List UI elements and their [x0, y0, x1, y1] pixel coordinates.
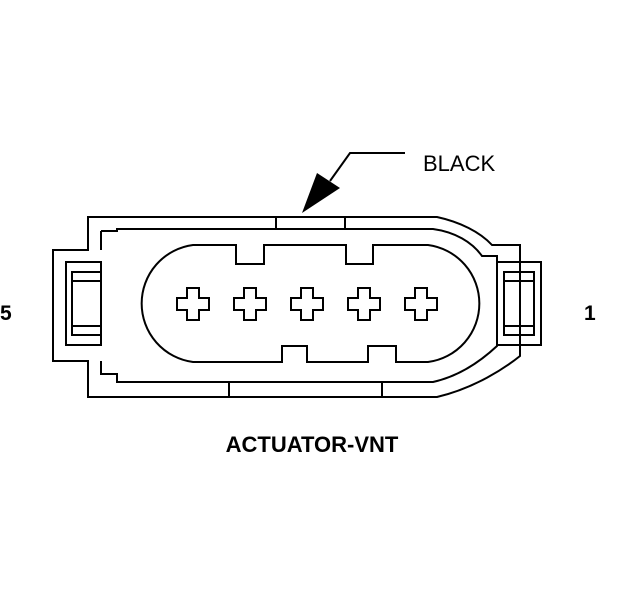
pin-1-label: 1	[584, 302, 596, 325]
top-key-tab	[275, 217, 346, 230]
right-latch	[503, 271, 535, 336]
pin-5-label: 5	[0, 302, 12, 325]
leader-arrowhead	[302, 173, 340, 213]
housing-outer	[52, 216, 521, 398]
pin-cavity	[140, 244, 481, 363]
left-latch-frame	[65, 261, 102, 346]
terminal-cavity	[404, 287, 438, 321]
right-latch-frame	[496, 261, 542, 346]
terminal-cavity	[233, 287, 267, 321]
terminal-cavity	[290, 287, 324, 321]
left-latch	[71, 271, 102, 336]
connector-name: ACTUATOR-VNT	[225, 432, 399, 457]
terminal-cavity	[176, 287, 210, 321]
wire-color-label: BLACK	[423, 151, 496, 176]
leader-line	[329, 152, 405, 182]
terminal-cavity	[347, 287, 381, 321]
terminal-group	[176, 287, 438, 321]
